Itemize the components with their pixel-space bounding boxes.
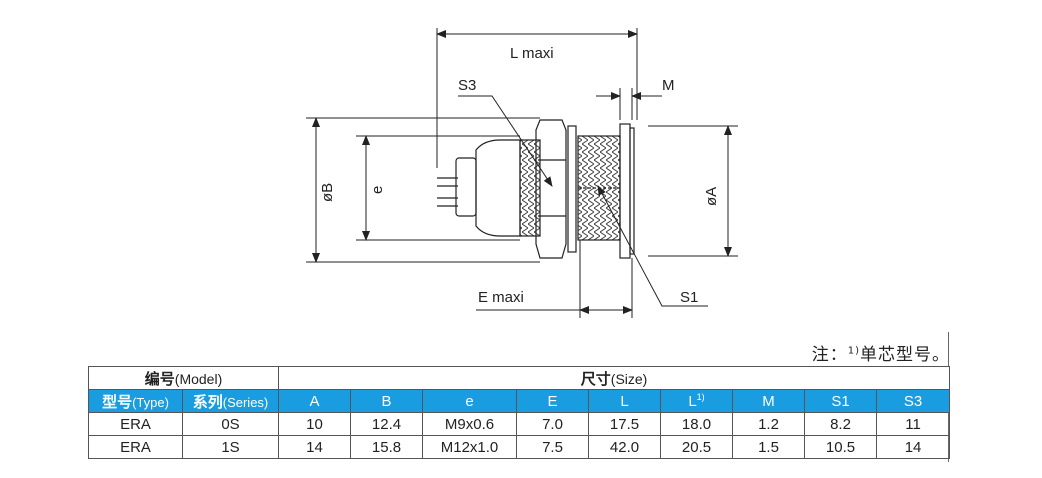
footnote: 注：1)单芯型号。 [812, 340, 950, 365]
series-header: 系列(Series) [181, 389, 280, 413]
cell-l: 42.0 [588, 435, 662, 459]
cell-l: 17.5 [588, 412, 662, 436]
m-label: M [662, 77, 675, 94]
cell-s3: 14 [876, 435, 951, 459]
size-group-header: 尺寸(Size) [278, 366, 951, 390]
table-row: ERA 1S 14 15.8 M12x1.0 7.5 42.0 20.5 1.5… [88, 435, 951, 459]
connector-body [437, 119, 635, 259]
col-header-e-thread: e [422, 389, 518, 413]
cell-s1: 8.2 [804, 412, 878, 436]
header-row-groups: 编号(Model) 尺寸(Size) [87, 366, 951, 390]
col-header-s1: S1 [804, 389, 878, 413]
footnote-prefix: 注： [811, 345, 848, 365]
model-group-header: 编号(Model) [87, 366, 280, 390]
table-row: ERA 0S 10 12.4 M9x0.6 7.0 17.5 18.0 1.2 … [88, 412, 951, 436]
cell-b: 15.8 [350, 435, 424, 459]
cell-a: 10 [278, 412, 352, 436]
cell-series: 1S [181, 435, 280, 459]
cell-l-single: 18.0 [660, 412, 734, 436]
cell-e-thread: M12x1.0 [422, 435, 518, 459]
type-header: 型号(Type) [88, 389, 183, 413]
cell-b: 12.4 [350, 412, 424, 436]
cell-a: 14 [278, 435, 352, 459]
cell-l-single: 20.5 [660, 435, 734, 459]
s3-label: S3 [458, 77, 476, 94]
cell-s1: 10.5 [804, 435, 878, 459]
diam-a-label: øA [703, 187, 720, 206]
connector-technical-drawing: L maxi S3 M øB e øA E maxi S1 [306, 28, 738, 318]
dimension-lines [306, 28, 738, 318]
col-header-a: A [278, 389, 352, 413]
col-header-b: B [350, 389, 424, 413]
cell-s3: 11 [876, 412, 951, 436]
diam-b-label: øB [319, 183, 336, 202]
cell-e-maxi: 7.0 [516, 412, 590, 436]
e-label: e [369, 186, 386, 194]
spec-table: 编号(Model) 尺寸(Size) 型号(Type) 系列(Series) A… [87, 366, 951, 459]
cell-type: ERA [88, 435, 183, 459]
cell-m: 1.5 [732, 435, 806, 459]
col-header-e-maxi: E [516, 389, 590, 413]
col-header-l-single: L1) [660, 389, 734, 413]
col-header-m: M [732, 389, 806, 413]
cell-m: 1.2 [732, 412, 806, 436]
l-maxi-label: L maxi [510, 45, 554, 62]
header-row-columns: 型号(Type) 系列(Series) A B e E L L1) M S1 S… [88, 389, 951, 413]
footnote-mark: 1) [847, 345, 860, 357]
e-maxi-label: E maxi [478, 289, 524, 306]
cell-e-maxi: 7.5 [516, 435, 590, 459]
col-header-s3: S3 [876, 389, 951, 413]
cell-e-thread: M9x0.6 [422, 412, 518, 436]
cell-type: ERA [88, 412, 183, 436]
s1-label: S1 [680, 289, 698, 306]
cell-series: 0S [181, 412, 280, 436]
col-header-l: L [588, 389, 662, 413]
footnote-text: 单芯型号。 [860, 345, 950, 365]
